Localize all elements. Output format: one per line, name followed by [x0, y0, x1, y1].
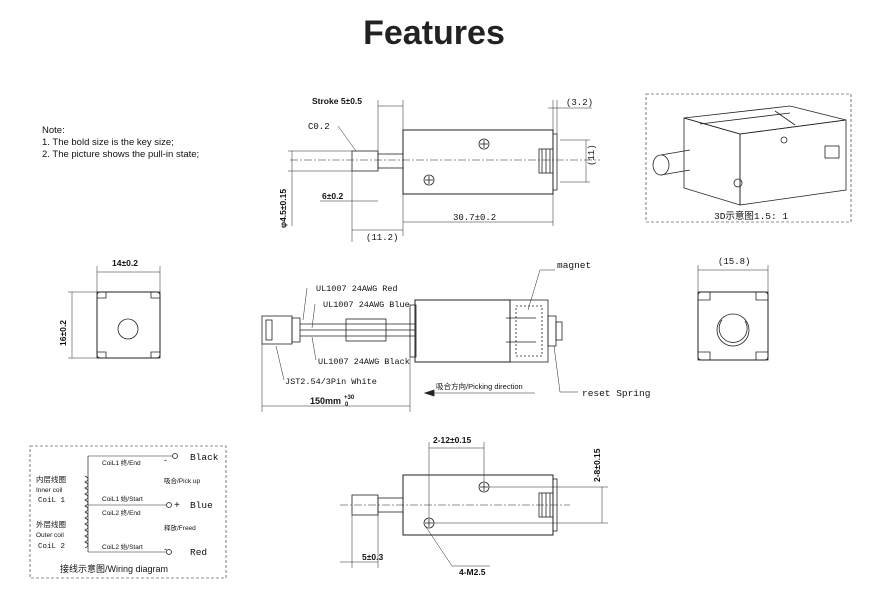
- bottom-view: 2-12±0.15 2-8±0.15 5±0.3 4-M2.5: [340, 435, 608, 577]
- coil1-start-label: CoiL1 始/Start: [102, 494, 143, 503]
- hole-spacing-x-dimension: 2-12±0.15: [433, 435, 471, 445]
- offset-dimension: (11.2): [366, 233, 398, 243]
- height-dimension: (11): [587, 144, 597, 166]
- wire-black-label: UL1007 24AWG Black: [318, 357, 410, 367]
- wiring-diagram: Black - Blue + Red - CoiL1 终/End 吸合/Pick…: [29, 445, 227, 579]
- magnet-label: magnet: [557, 260, 591, 271]
- bottom-plunger-length-dimension: 5±0.3: [362, 552, 383, 562]
- pick-up-label: 吸合/Pick up: [164, 476, 201, 485]
- coil2-end-label: CoiL2 终/End: [102, 508, 141, 517]
- outer-coil-id: CoiL 2: [38, 543, 65, 551]
- lead-tolerance-minus: 0: [345, 402, 349, 408]
- end-height-dimension: 16±0.2: [58, 320, 68, 346]
- outer-coil-cn: 外层线圈: [36, 519, 66, 529]
- wire-black-terminal: Black: [190, 452, 219, 463]
- top-view: Stroke 5±0.5 C0.2 (3.2) (11) φ4.5±0.15 6…: [278, 96, 600, 243]
- lead-tolerance-plus: +30: [344, 395, 355, 401]
- side-view: UL1007 24AWG Red UL1007 24AWG Blue UL100…: [261, 260, 650, 412]
- coil1-end-label: CoiL1 终/End: [102, 458, 141, 467]
- page-title: Features: [363, 14, 505, 52]
- inner-coil-en: Inner coil: [36, 487, 63, 494]
- wire-red-terminal: Red: [190, 547, 207, 558]
- stroke-dimension: Stroke 5±0.5: [312, 96, 362, 106]
- flange-dimension: (3.2): [566, 98, 593, 108]
- right-end-view: (15.8): [697, 257, 769, 361]
- freed-label: 释放/Freed: [164, 523, 196, 532]
- iso-view: 3D示意图1.5: 1: [645, 93, 852, 223]
- right-end-width-dimension: (15.8): [718, 257, 750, 267]
- connector-label: JST2.54/3Pin White: [285, 377, 377, 387]
- inner-coil-id: CoiL 1: [38, 497, 66, 505]
- coil2-start-label: CoiL2 始/Start: [102, 542, 143, 551]
- picking-direction-label: 吸合方向/Picking direction: [436, 381, 523, 391]
- hole-spacing-y-dimension: 2-8±0.15: [592, 448, 602, 482]
- note-heading: Note:: [42, 125, 65, 136]
- wiring-caption: 接线示意图/Wiring diagram: [60, 563, 168, 574]
- wire-red-label: UL1007 24AWG Red: [316, 284, 398, 294]
- plunger-length-dimension: 6±0.2: [322, 191, 343, 201]
- end-view: 14±0.2 16±0.2: [58, 258, 161, 359]
- outer-coil-en: Outer coil: [36, 532, 64, 539]
- note-line-1: 1. The bold size is the key size;: [42, 137, 174, 148]
- wire-blue-label: UL1007 24AWG Blue: [323, 300, 410, 310]
- threads-label: 4-M2.5: [459, 567, 486, 577]
- minus-sign-top: -: [164, 455, 167, 465]
- plus-sign: +: [174, 500, 180, 511]
- inner-coil-cn: 内层线圈: [36, 474, 66, 484]
- end-width-dimension: 14±0.2: [112, 258, 138, 268]
- spring-label: reset Spring: [582, 388, 650, 399]
- wire-blue-terminal: Blue: [190, 500, 213, 511]
- lead-length-dimension: 150mm: [310, 396, 341, 406]
- chamfer-label: C0.2: [308, 122, 330, 132]
- plunger-diameter-dimension: φ4.5±0.15: [278, 189, 288, 228]
- iso-caption: 3D示意图1.5: 1: [714, 210, 788, 222]
- body-length-dimension: 30.7±0.2: [453, 213, 496, 223]
- minus-sign-bottom: -: [164, 544, 167, 554]
- note-line-2: 2. The picture shows the pull-in state;: [42, 149, 200, 160]
